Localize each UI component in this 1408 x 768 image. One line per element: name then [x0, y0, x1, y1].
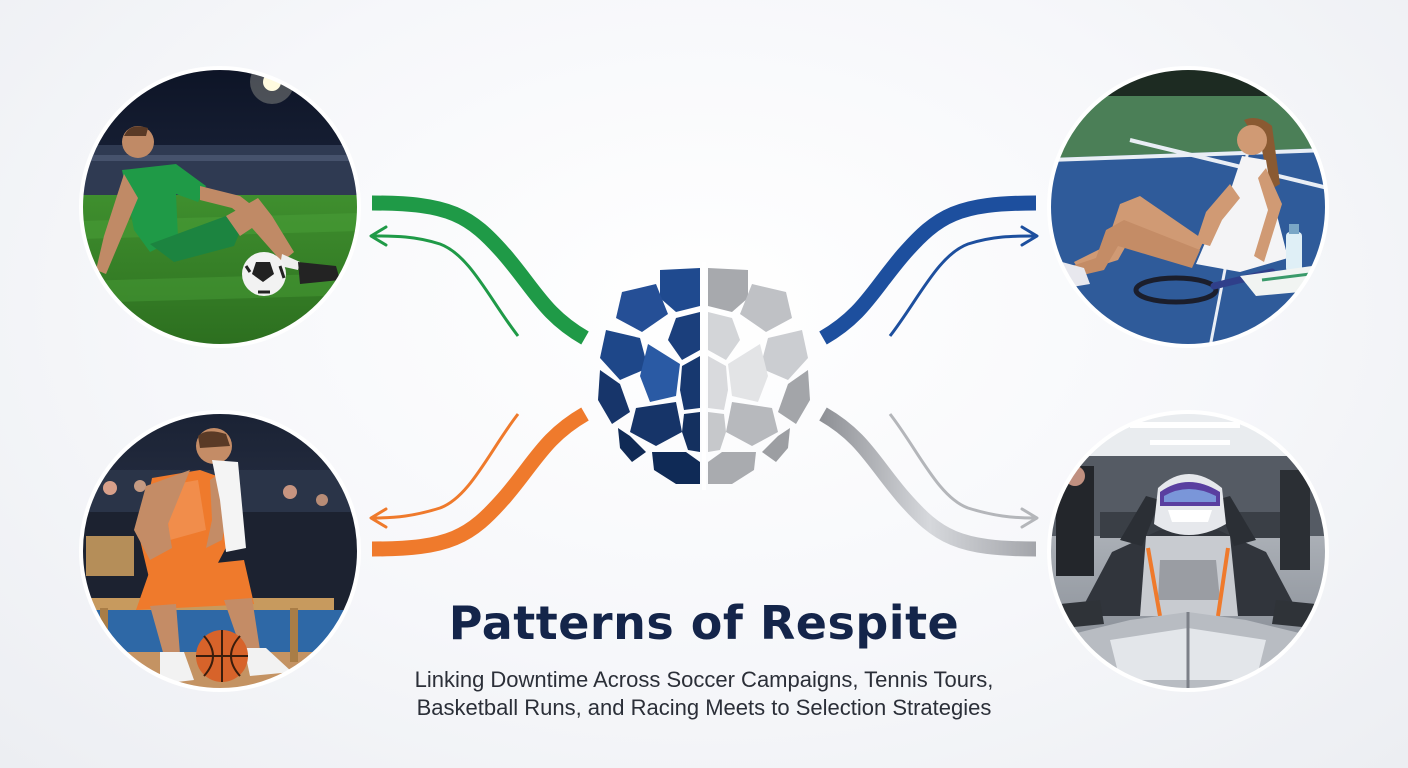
- connector-soccer: [369, 195, 589, 345]
- connector-tennis: [819, 195, 1039, 345]
- tennis-photo-frame: [1047, 66, 1329, 348]
- brain-icon: [598, 262, 810, 490]
- soccer-photo-frame: [79, 66, 361, 348]
- racing-photo-frame: [1047, 410, 1329, 692]
- subtitle-line-1: Linking Downtime Across Soccer Campaigns…: [414, 667, 994, 692]
- page-subtitle: Linking Downtime Across Soccer Campaigns…: [354, 666, 1054, 722]
- page-title: Patterns of Respite: [448, 596, 960, 650]
- subtitle-line-2: Basketball Runs, and Racing Meets to Sel…: [416, 695, 992, 720]
- basketball-photo-frame: [79, 410, 361, 692]
- connector-racing: [819, 407, 1039, 557]
- connector-basketball: [369, 407, 589, 557]
